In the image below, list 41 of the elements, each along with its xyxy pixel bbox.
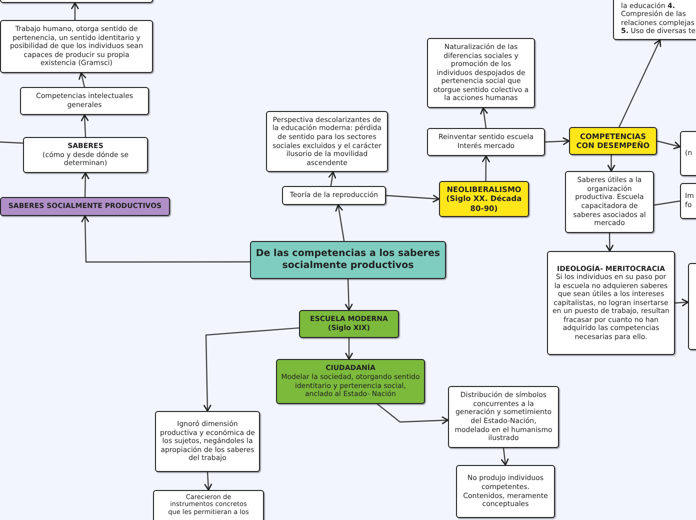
arrow (335, 204, 345, 242)
arrow (618, 39, 662, 128)
arrow (344, 278, 353, 311)
arrow (606, 233, 614, 252)
arrow (328, 171, 336, 186)
arrow (656, 140, 681, 150)
arrow (203, 327, 300, 412)
topic-box (299, 310, 399, 338)
arrow (344, 338, 354, 360)
concept-box (547, 251, 675, 355)
arrow (482, 155, 490, 181)
topic-box (569, 127, 657, 155)
concept-box (448, 386, 559, 448)
concept-box (0, 20, 153, 73)
topic-box (276, 359, 425, 404)
arrow (544, 137, 570, 146)
arrow (500, 448, 509, 466)
concept-box (23, 137, 148, 173)
concept-box (155, 411, 260, 472)
central-topic-box (250, 241, 446, 279)
arrow (70, 2, 80, 20)
connector-line (0, 141, 24, 144)
arrow (81, 172, 90, 198)
arrow (80, 215, 250, 263)
concept-box (20, 87, 149, 115)
connector-line (654, 200, 680, 206)
arrow (386, 194, 440, 203)
topic-box (0, 197, 170, 216)
arrow (674, 298, 689, 307)
arrow (376, 404, 449, 424)
concept-box (427, 128, 545, 156)
box-text: De las competencias a los saberes socialmente productivos (255, 248, 441, 272)
arrow (480, 107, 488, 128)
arrow (607, 155, 616, 172)
topic-box (439, 181, 529, 217)
arrow (78, 72, 87, 88)
concept-box (282, 186, 386, 205)
concept-box (565, 171, 654, 233)
concept-box (456, 465, 555, 518)
arrow (80, 114, 89, 138)
arrow (204, 472, 212, 491)
